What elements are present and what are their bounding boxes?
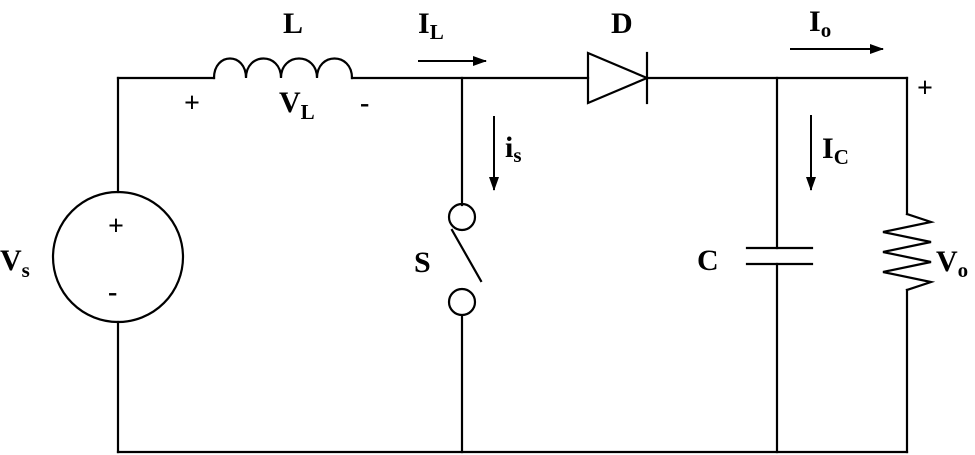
- output-current-label: Io: [809, 5, 831, 42]
- output-current-sub: o: [821, 18, 832, 42]
- output-current: Io: [790, 5, 884, 54]
- wires: [116, 76, 909, 454]
- output-plus-sign: +: [917, 73, 933, 104]
- switch-current-label: is: [505, 131, 522, 167]
- inductor-current-main: I: [418, 7, 430, 40]
- source-plus-sign: +: [108, 211, 124, 242]
- source-label-main: V: [0, 244, 22, 277]
- source-label: Vs: [0, 244, 30, 282]
- diode: D: [586, 7, 650, 105]
- inductor-label: L: [283, 7, 303, 40]
- capacitor-current-sub: C: [834, 145, 849, 169]
- switch-current-main: i: [505, 131, 513, 164]
- resistor-zigzag: [882, 212, 936, 292]
- output-voltage-sub: o: [958, 258, 969, 282]
- capacitor-current: IC: [806, 115, 849, 191]
- output-voltage-main: V: [936, 245, 958, 278]
- inductor-coil: [212, 57, 354, 80]
- output-voltage-label: Vo: [936, 245, 968, 282]
- inductor-voltage-label: VL: [279, 86, 315, 124]
- switch-label: S: [414, 246, 431, 279]
- output-current-main: I: [809, 5, 821, 38]
- capacitor-label: C: [697, 244, 719, 277]
- capacitor: C: [697, 244, 814, 277]
- inductor: L + - VL: [184, 7, 369, 124]
- inductor-voltage-sub: L: [301, 100, 315, 124]
- inductor-voltage-main: V: [279, 86, 301, 119]
- switch-current: is: [489, 116, 522, 191]
- diode-symbol: [586, 51, 650, 105]
- switch-bottom-contact: [447, 287, 477, 317]
- switch-blade: [450, 228, 483, 283]
- capacitor-current-label: IC: [822, 132, 849, 169]
- output-load: + Vo: [882, 73, 968, 292]
- switch: S: [414, 202, 483, 317]
- inductor-current-label: IL: [418, 7, 444, 44]
- inductor-plus-sign: +: [184, 88, 200, 119]
- voltage-source: + - Vs: [0, 190, 185, 324]
- source-label-sub: s: [22, 258, 30, 282]
- inductor-minus-sign: -: [360, 88, 369, 119]
- inductor-current-sub: L: [430, 20, 444, 44]
- diode-label: D: [611, 7, 633, 40]
- switch-current-sub: s: [513, 143, 521, 167]
- capacitor-current-main: I: [822, 132, 834, 165]
- switch-top-contact: [447, 202, 477, 232]
- voltage-source-symbol: [51, 190, 185, 324]
- inductor-current: IL: [418, 7, 487, 66]
- source-minus-sign: -: [108, 277, 117, 308]
